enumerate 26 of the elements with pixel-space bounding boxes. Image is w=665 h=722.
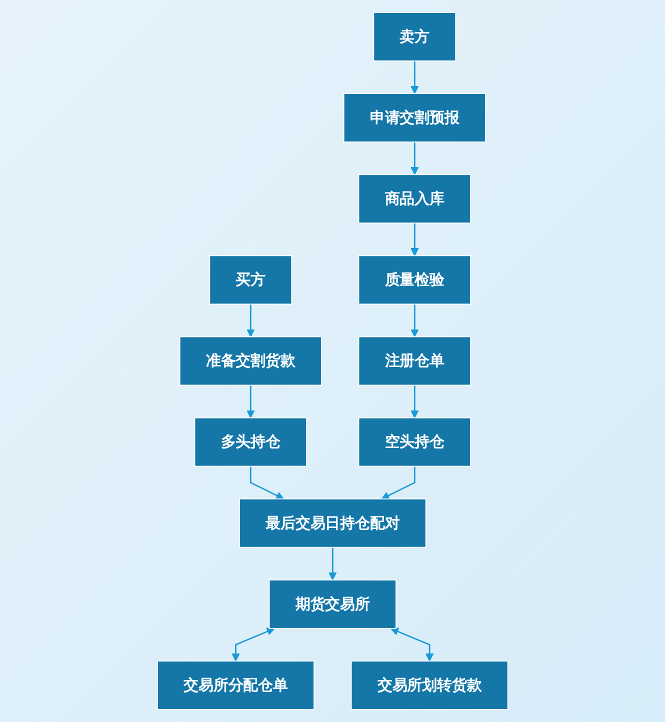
flowchart: 买方 准备交割货款 多头持仓 卖方 申请交割预报 商品入库 质量检验 注册仓单 空头持仓 最后交易日持仓配对 期货交易所 交易所分配仓单 交易所划转货款: [150, 5, 516, 717]
arrow: [381, 466, 416, 500]
arrow: [328, 547, 337, 580]
node-box: [358, 174, 471, 224]
node-box: [179, 336, 322, 386]
arrow: [410, 60, 419, 94]
node-box: [268, 580, 396, 629]
node-box: [350, 660, 508, 710]
node-box: [358, 336, 471, 386]
node-box: [358, 255, 471, 305]
node-box: [343, 93, 486, 142]
arrow: [410, 142, 419, 175]
node-box: [209, 255, 292, 305]
arrow: [410, 223, 419, 256]
arrow: [250, 466, 284, 500]
arrow: [246, 385, 255, 418]
arrow: [246, 304, 255, 338]
arrow: [390, 628, 434, 662]
arrow: [410, 304, 419, 338]
node-box: [156, 660, 314, 710]
node-box: [358, 417, 471, 467]
node-box: [238, 498, 426, 548]
arrow: [410, 385, 419, 418]
arrow: [231, 628, 275, 662]
node-box: [194, 417, 307, 467]
node-box: [373, 12, 456, 62]
